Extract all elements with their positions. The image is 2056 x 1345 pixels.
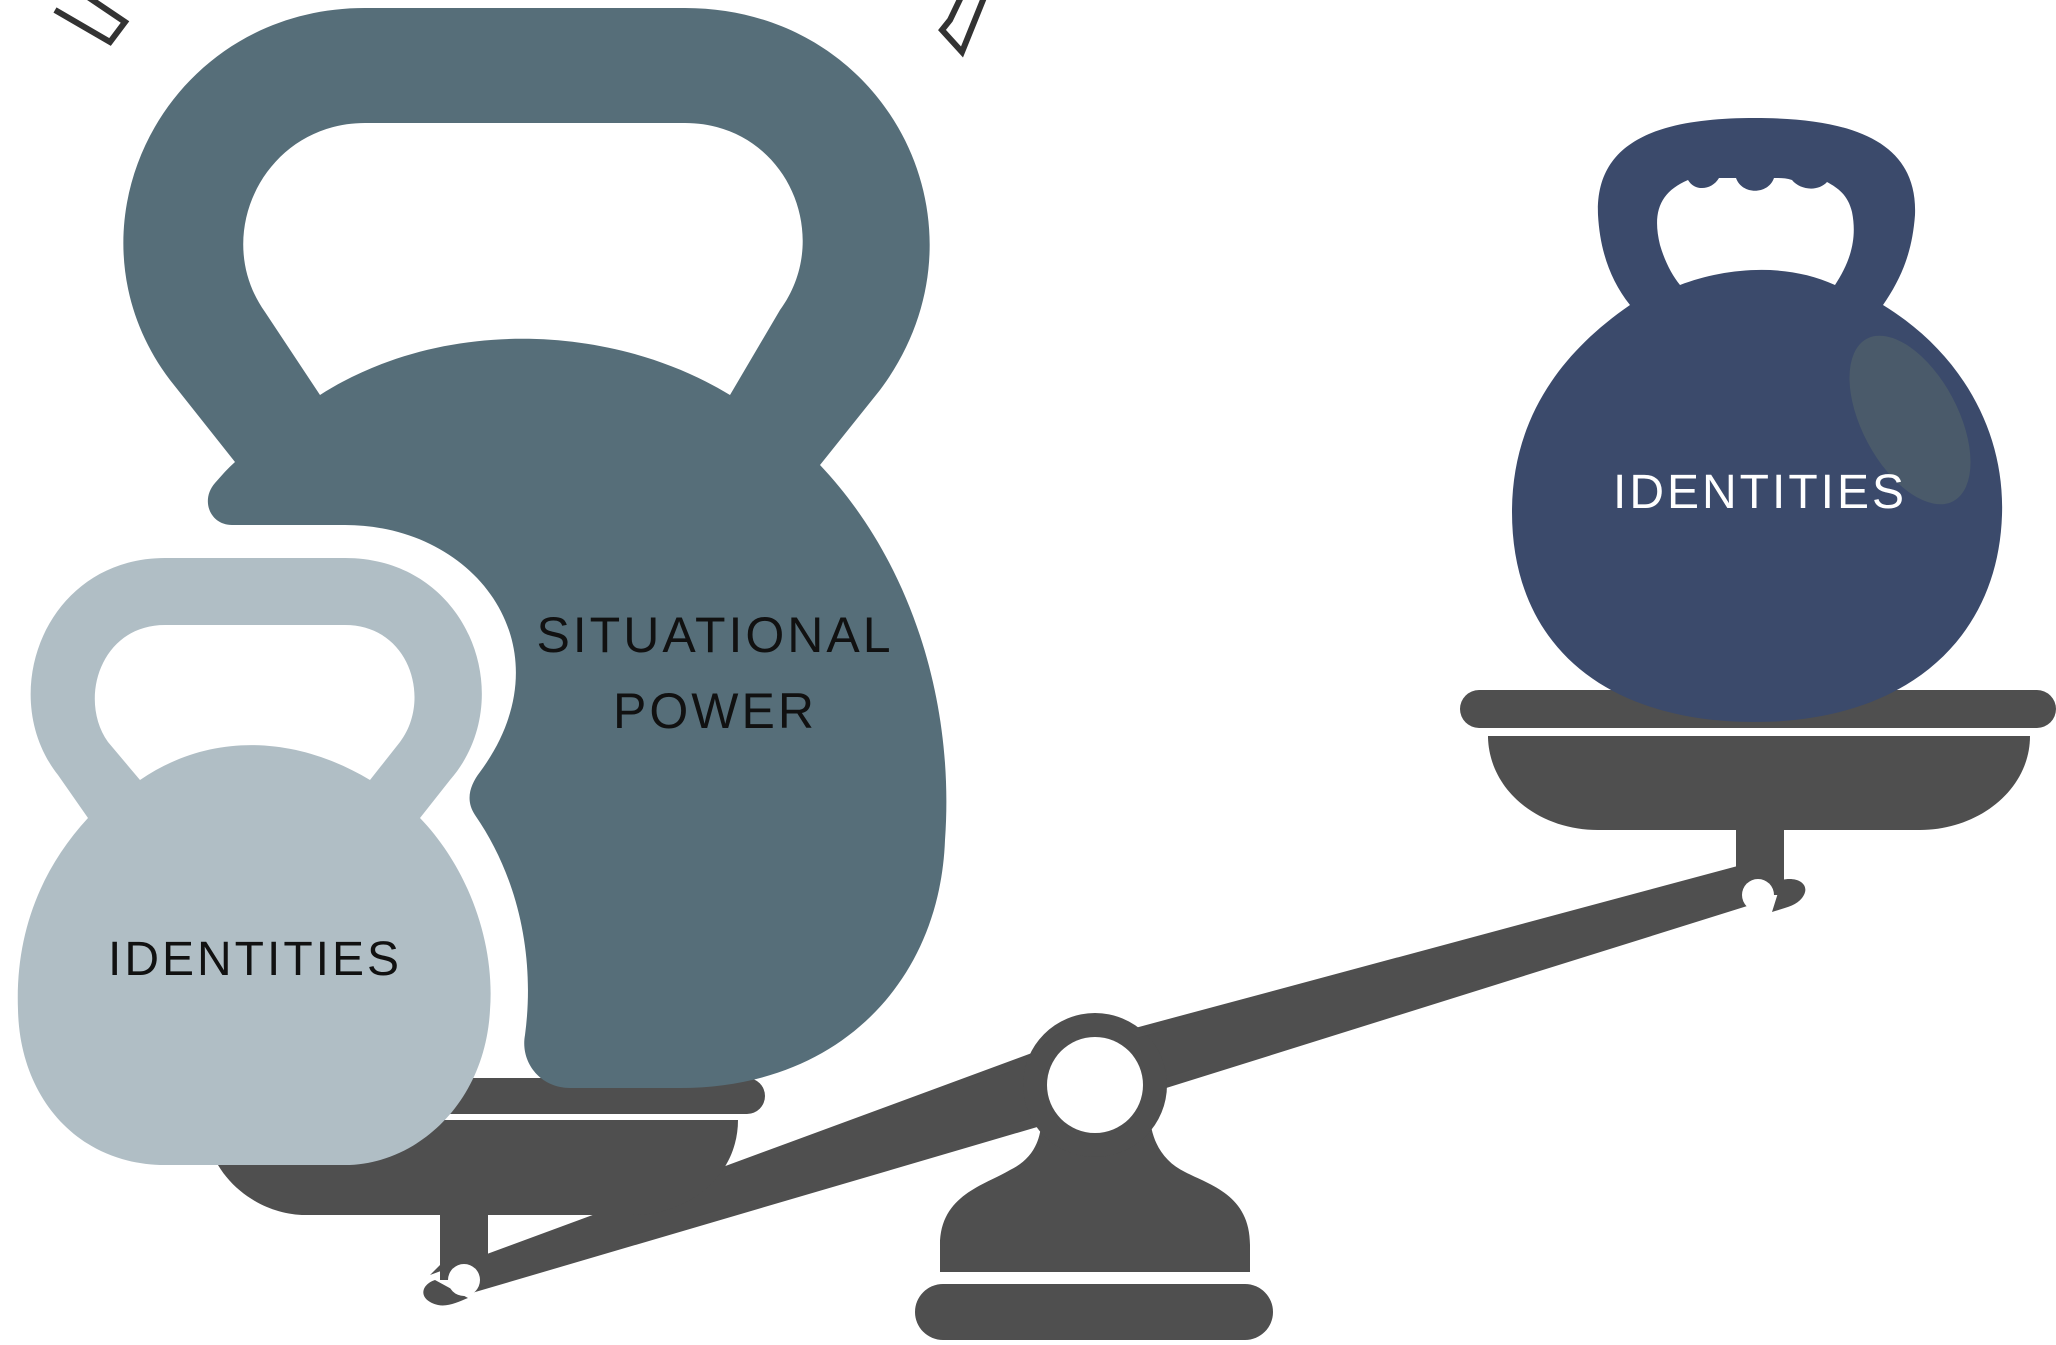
scale-left-end-cap (423, 1280, 468, 1306)
decor-chevron-left (53, 0, 130, 46)
decorative-marks (53, 0, 987, 58)
scale-base-stand (940, 1105, 1250, 1272)
kettlebell-icon (123, 8, 947, 1088)
kettlebell-icon (17, 558, 491, 1165)
weight-right: IDENTITIES (1512, 118, 2003, 722)
weight-large: SITUATIONAL POWER (123, 8, 947, 1088)
scale-pivot-holes (448, 879, 1774, 1296)
weight-right-highlight (1849, 335, 1971, 505)
weight-small-left-label: IDENTITIES (108, 933, 402, 986)
weight-right-label: IDENTITIES (1613, 466, 1907, 519)
pivot-left-hole (448, 1264, 480, 1296)
weight-large-label-line2: POWER (613, 683, 817, 739)
pivot-right-hole (1742, 879, 1774, 911)
pivot-center-hole (1047, 1037, 1143, 1133)
right-pan-bowl (1488, 736, 2030, 830)
scale-base-plate (915, 1284, 1273, 1340)
weight-small-left: IDENTITIES (17, 558, 491, 1165)
decor-chevron-right (938, 0, 987, 58)
kettlebell-icon (1512, 118, 2003, 722)
weight-large-label-line1: SITUATIONAL (536, 607, 893, 663)
